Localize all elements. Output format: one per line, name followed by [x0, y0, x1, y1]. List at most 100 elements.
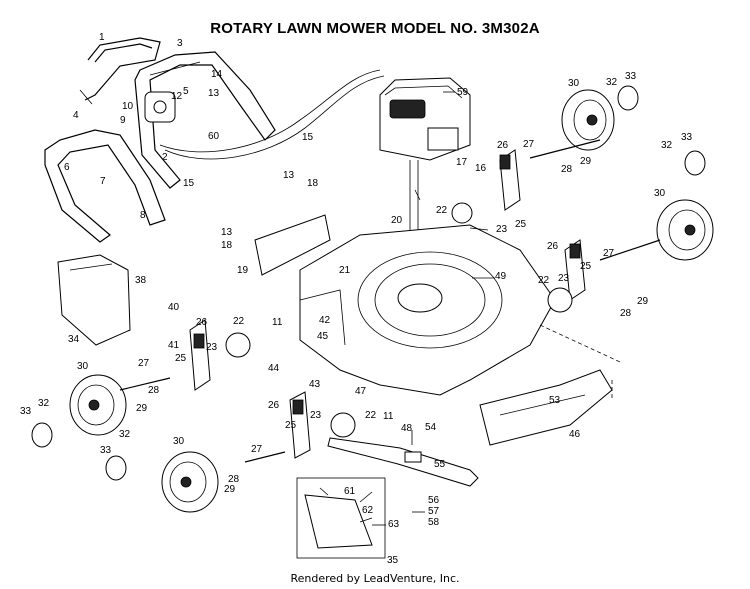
callout-30d: 30 — [173, 436, 185, 447]
gear-lower — [330, 412, 356, 438]
callout-61: 61 — [344, 486, 356, 497]
height-adjuster-front-left — [189, 319, 211, 391]
callout-18b: 18 — [221, 240, 233, 251]
callout-23c: 23 — [206, 342, 218, 353]
callout-17: 17 — [456, 157, 468, 168]
side-discharge-part — [479, 369, 613, 446]
callout-23a: 23 — [496, 224, 508, 235]
callout-30b: 30 — [654, 188, 666, 199]
rear-guard-part — [57, 254, 131, 346]
callout-26c: 26 — [196, 317, 208, 328]
axle-front-left — [119, 377, 171, 391]
callout-28b: 28 — [620, 308, 632, 319]
hubcap-front-right — [684, 150, 706, 176]
height-adjuster-rear-right — [499, 149, 521, 211]
callout-13c: 13 — [221, 227, 233, 238]
callout-45: 45 — [317, 331, 329, 342]
blade-part — [327, 437, 479, 487]
callout-25c: 25 — [175, 353, 187, 364]
callout-63: 63 — [388, 519, 400, 530]
cable-part — [159, 69, 385, 160]
lower-handle-part — [44, 129, 166, 243]
callout-27c: 27 — [138, 358, 150, 369]
gear-upper — [451, 202, 473, 224]
callout-10: 10 — [122, 101, 134, 112]
callout-22a: 22 — [436, 205, 448, 216]
callout-57: 57 — [428, 506, 440, 517]
callout-58: 58 — [428, 517, 440, 528]
callout-15a: 15 — [302, 132, 314, 143]
callout-23d: 23 — [310, 410, 322, 421]
axle-rear-left — [244, 451, 286, 463]
callout-29a: 29 — [580, 156, 592, 167]
callout-19: 19 — [237, 265, 249, 276]
callout-28a: 28 — [561, 164, 573, 175]
height-adjuster-rear-left — [289, 391, 311, 459]
callout-33b: 33 — [681, 132, 693, 143]
engine-part — [379, 77, 471, 230]
leader-lines — [359, 91, 621, 526]
callout-13b: 13 — [283, 170, 295, 181]
callout-5: 5 — [183, 86, 189, 97]
callout-32a: 32 — [606, 77, 618, 88]
callout-62: 62 — [362, 505, 374, 516]
callout-43: 43 — [309, 379, 321, 390]
callout-59: 59 — [457, 87, 469, 98]
hubcap-front-left — [31, 422, 53, 448]
rear-baffle-part — [254, 214, 331, 276]
callout-32d: 32 — [119, 429, 131, 440]
callout-6: 6 — [64, 162, 70, 173]
handle-bracket-part — [144, 91, 176, 123]
callout-32c: 32 — [38, 398, 50, 409]
callout-22d: 22 — [365, 410, 377, 421]
callout-34: 34 — [68, 334, 80, 345]
wheel-front-left — [69, 374, 127, 436]
callout-9: 9 — [120, 115, 126, 126]
hubcap-rear-right — [617, 85, 639, 111]
callout-28c: 28 — [148, 385, 160, 396]
callout-48: 48 — [401, 423, 413, 434]
callout-42: 42 — [319, 315, 331, 326]
callout-25b: 25 — [580, 261, 592, 272]
callout-1: 1 — [99, 32, 105, 43]
callout-33a: 33 — [625, 71, 637, 82]
callout-32b: 32 — [661, 140, 673, 151]
wheel-rear-left — [161, 451, 219, 513]
callout-53: 53 — [549, 395, 561, 406]
callout-labels: 1 2 3 4 5 6 7 8 9 10 11 11 12 13 13 13 1… — [20, 32, 693, 566]
callout-15b: 15 — [183, 178, 195, 189]
callout-2: 2 — [162, 152, 168, 163]
upper-handle-part — [79, 37, 161, 105]
callout-33c: 33 — [20, 406, 32, 417]
callout-11b: 11 — [383, 411, 394, 422]
callout-8: 8 — [140, 210, 146, 221]
diagram-title: ROTARY LAWN MOWER MODEL NO. 3M302A — [210, 20, 540, 37]
callout-56: 56 — [428, 495, 440, 506]
callout-35: 35 — [387, 555, 399, 566]
callout-11a: 11 — [272, 317, 283, 328]
callout-26a: 26 — [497, 140, 509, 151]
axle-rear-right — [529, 139, 601, 159]
callout-22c: 22 — [233, 316, 245, 327]
callout-22b: 22 — [538, 275, 550, 286]
callout-16: 16 — [475, 163, 487, 174]
callout-41: 41 — [168, 340, 180, 351]
callout-18a: 18 — [307, 178, 319, 189]
bag-detail-box — [296, 477, 386, 559]
callout-54: 54 — [425, 422, 437, 433]
callout-27d: 27 — [251, 444, 263, 455]
main-handle-part — [134, 51, 276, 189]
callout-40: 40 — [168, 302, 180, 313]
callout-3: 3 — [177, 38, 183, 49]
wheel-front-right — [656, 199, 714, 261]
callout-30a: 30 — [568, 78, 580, 89]
callout-30c: 30 — [77, 361, 89, 372]
axle-front-right — [599, 239, 661, 261]
callout-28d: 28 — [228, 474, 240, 485]
callout-23b: 23 — [558, 273, 570, 284]
hubcap-rear-left — [105, 455, 127, 481]
callout-46: 46 — [569, 429, 581, 440]
callout-29d: 29 — [224, 484, 236, 495]
